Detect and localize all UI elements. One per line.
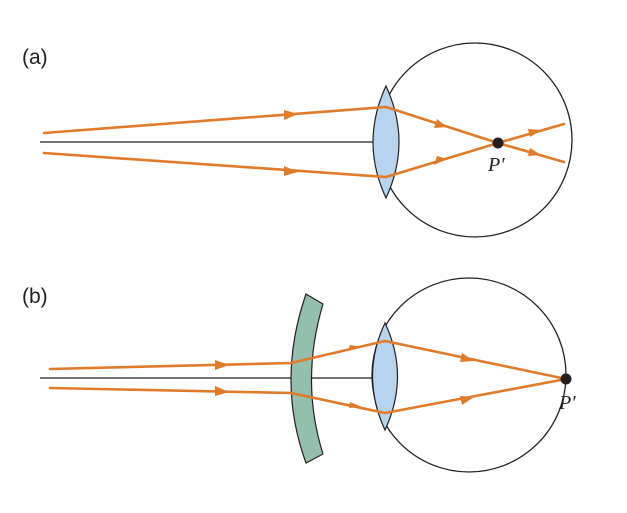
arrowhead-icon: [434, 156, 447, 165]
panel-b-label: (b): [22, 285, 48, 308]
panel-b-focus-point: [560, 373, 572, 385]
panel-a-upper-ray: [42, 105, 566, 145]
arrowhead-icon: [215, 386, 229, 396]
arrowhead-icon: [460, 396, 474, 405]
panel-a-eye-lens: [372, 84, 400, 200]
arrowhead-icon: [434, 119, 447, 128]
panel-a-eyeball: [377, 42, 573, 238]
arrowhead-icon: [284, 166, 298, 176]
panel-a-focus-point: [492, 137, 504, 149]
arrowhead-icon: [460, 353, 474, 362]
panel-b-eyeball: [371, 277, 567, 473]
arrowhead-icon: [528, 129, 541, 137]
panel-a: (a) P′: [22, 42, 573, 238]
arrowhead-icon: [348, 345, 362, 350]
panel-b-lower-ray: [48, 377, 568, 415]
panel-a-lower-ray: [42, 141, 566, 179]
panel-a-label: (a): [22, 46, 48, 69]
arrowhead-icon: [215, 360, 229, 370]
panel-b-upper-ray: [48, 339, 568, 381]
panel-b-focus-label: P′: [558, 392, 576, 414]
arrowhead-icon: [528, 148, 541, 156]
panel-a-arrowheads: [284, 110, 541, 176]
panel-b-corrective-lens: [290, 293, 324, 464]
panel-b-arrowheads: [215, 345, 474, 408]
panel-a-focus-label: P′: [487, 154, 505, 176]
arrowhead-icon: [349, 402, 362, 408]
panel-b-eye-lens: [372, 321, 398, 432]
arrowhead-icon: [284, 110, 298, 120]
panel-b: (b) P′: [22, 277, 576, 473]
